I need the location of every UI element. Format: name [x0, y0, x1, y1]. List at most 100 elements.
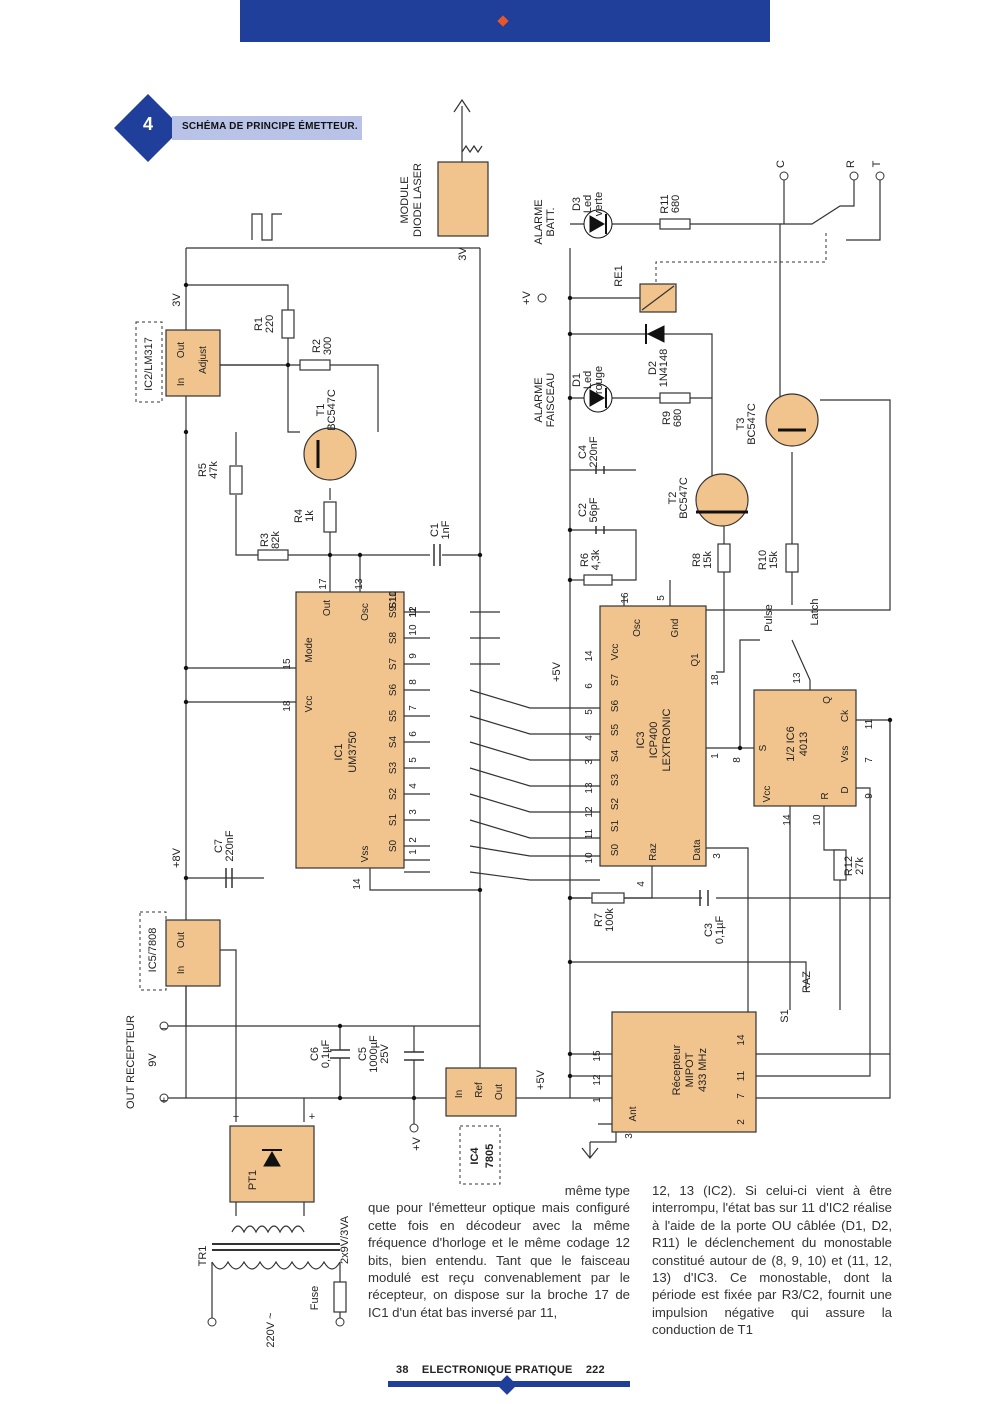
- ic3-pin-s4: S4: [610, 749, 621, 762]
- r7-label-line: 100k: [604, 908, 616, 932]
- ic3-pin-s2-line: S2: [610, 797, 621, 810]
- c2-label-line: 56pF: [588, 497, 600, 522]
- ic1-pn-18-line: 18: [282, 700, 293, 712]
- ic6-pn-11-line: 11: [864, 718, 875, 729]
- receiver-label-line: Récepteur: [671, 1044, 683, 1095]
- transformer-rating-line: 2x9V/3VA: [339, 1215, 351, 1264]
- r4-label-line: R4: [293, 509, 305, 523]
- ic6-pin-vss: Vss: [840, 746, 851, 763]
- ic1-pn-15: 15: [282, 658, 293, 670]
- ic1-pn-6-line: 6: [408, 731, 419, 737]
- rx-pn-7-line: 7: [736, 1093, 747, 1099]
- rx-pn-11-line: 11: [736, 1070, 747, 1081]
- v8-label-line: +8V: [171, 847, 183, 868]
- ic1-pin-s1: S1: [388, 813, 399, 826]
- rx-pn-2: 2: [736, 1119, 747, 1125]
- junction-dots: [183, 282, 893, 1101]
- ic2-pin-adj: Adjust: [198, 346, 209, 374]
- ic1-pin-s2: S2: [388, 787, 399, 800]
- ic3-pin-q1-line: Q1: [690, 653, 701, 667]
- ic1-pn-2: 2: [408, 837, 419, 843]
- ic3-pin-s1: S1: [610, 819, 621, 832]
- v3-reg-line: 3V: [171, 293, 183, 307]
- v9-label: 9V: [147, 1053, 159, 1067]
- ic5-pin-in-line: In: [176, 966, 187, 974]
- r11-label-line: 680: [670, 195, 682, 213]
- ic1-pin-s0-line: S0: [388, 839, 399, 852]
- page-number: 38: [396, 1364, 409, 1376]
- alarme-batt-line: ALARME: [533, 199, 545, 244]
- ic1-pin-out: Out: [322, 600, 333, 616]
- pt1-label: PT1: [247, 1170, 259, 1190]
- ic5-pin-out-line: Out: [176, 932, 187, 948]
- rx-pn-11: 11: [736, 1070, 747, 1081]
- ic1-pin-s5-line: S5: [388, 709, 399, 722]
- ic6-pn-13: 13: [792, 672, 803, 684]
- c3-label-line: C3: [703, 923, 715, 937]
- laser-label-line: MODULE: [399, 176, 411, 223]
- ic6-label-line: 1/2 IC6: [785, 726, 797, 761]
- r3-label-line: R3: [259, 533, 271, 547]
- issue-number: 222: [585, 1364, 605, 1376]
- ic1-pin-vss-line: Vss: [360, 846, 371, 863]
- r8-label-line: R8: [691, 553, 703, 567]
- ic3-pin-s3-line: S3: [610, 773, 621, 786]
- ic1-label-line: UM3750: [347, 731, 359, 773]
- ic1-pn-17: 17: [318, 578, 329, 590]
- term-t-line: T: [871, 160, 883, 167]
- ic2-lm317-body: [165, 329, 221, 397]
- ic4-label-line: 7805: [484, 1144, 496, 1168]
- figure-caption: SCHÉMA DE PRINCIPE ÉMETTEUR.: [182, 121, 358, 132]
- ic6-pin-d: D: [840, 786, 851, 793]
- fig-dummy-plus-line: +: [309, 1111, 315, 1123]
- ic3-pn-8: 8: [732, 757, 743, 763]
- ic3-pn-1-line: 1: [710, 753, 721, 759]
- laser-module-body: [437, 161, 489, 237]
- ic3-pn-s0: 10: [584, 852, 595, 864]
- fuse-label: Fuse: [309, 1286, 321, 1310]
- ic3-pin-s5-line: S5: [610, 723, 621, 736]
- ic3-pn-s7-line: 6: [584, 683, 595, 689]
- r6-label-line: R6: [579, 553, 591, 567]
- d1-label-line: D1: [571, 373, 583, 387]
- ic1-pn-7-line: 7: [408, 705, 419, 711]
- ic3-pin-s6-line: S6: [610, 699, 621, 712]
- v5-ic3-line: +5V: [551, 661, 563, 682]
- ic1-pin-s7: S7: [388, 657, 399, 670]
- ic3-pin-s4-line: S4: [610, 749, 621, 762]
- d3-label-line: Led: [582, 195, 594, 213]
- ic1-pin-s9-line: S9: [388, 605, 399, 618]
- minus-label-line: −: [161, 1023, 167, 1035]
- d2-label-line: 1N4148: [658, 349, 670, 388]
- resistors: [229, 218, 847, 1313]
- r10-label-line: 15k: [768, 551, 780, 569]
- ic1-pn-13-line: 13: [354, 578, 365, 590]
- r4-label-line: 1k: [304, 510, 316, 522]
- d3-label-line: verte: [593, 192, 605, 216]
- ic1-pn-6: 6: [408, 731, 419, 737]
- ic5-7808-body: [165, 919, 221, 987]
- r3-label-line: 82k: [270, 531, 282, 549]
- ic1-pin-s8-line: S8: [388, 631, 399, 644]
- ic6-pn-10: 10: [812, 814, 823, 826]
- ic5-pin-out: Out: [176, 932, 187, 948]
- ic1-pn-9-line: 9: [408, 653, 419, 659]
- ic3-pin-gnd: Gnd: [670, 619, 681, 638]
- ic5-label-line: IC5/7808: [147, 928, 159, 973]
- ic1-pn-4: 4: [408, 783, 419, 789]
- fig-dummy-plus: +: [309, 1111, 315, 1123]
- pt1-label-line: PT1: [247, 1170, 259, 1190]
- c5-label-line: 1000µF: [368, 1035, 380, 1073]
- vplus-ic3: +V: [521, 290, 533, 304]
- ic1-pin-vcc: Vcc: [304, 696, 315, 713]
- out-recepteur: OUT RECEPTEUR: [125, 1015, 137, 1109]
- ic1-pn-1-line: 1: [408, 849, 419, 855]
- ic6-pin-d-line: D: [840, 786, 851, 793]
